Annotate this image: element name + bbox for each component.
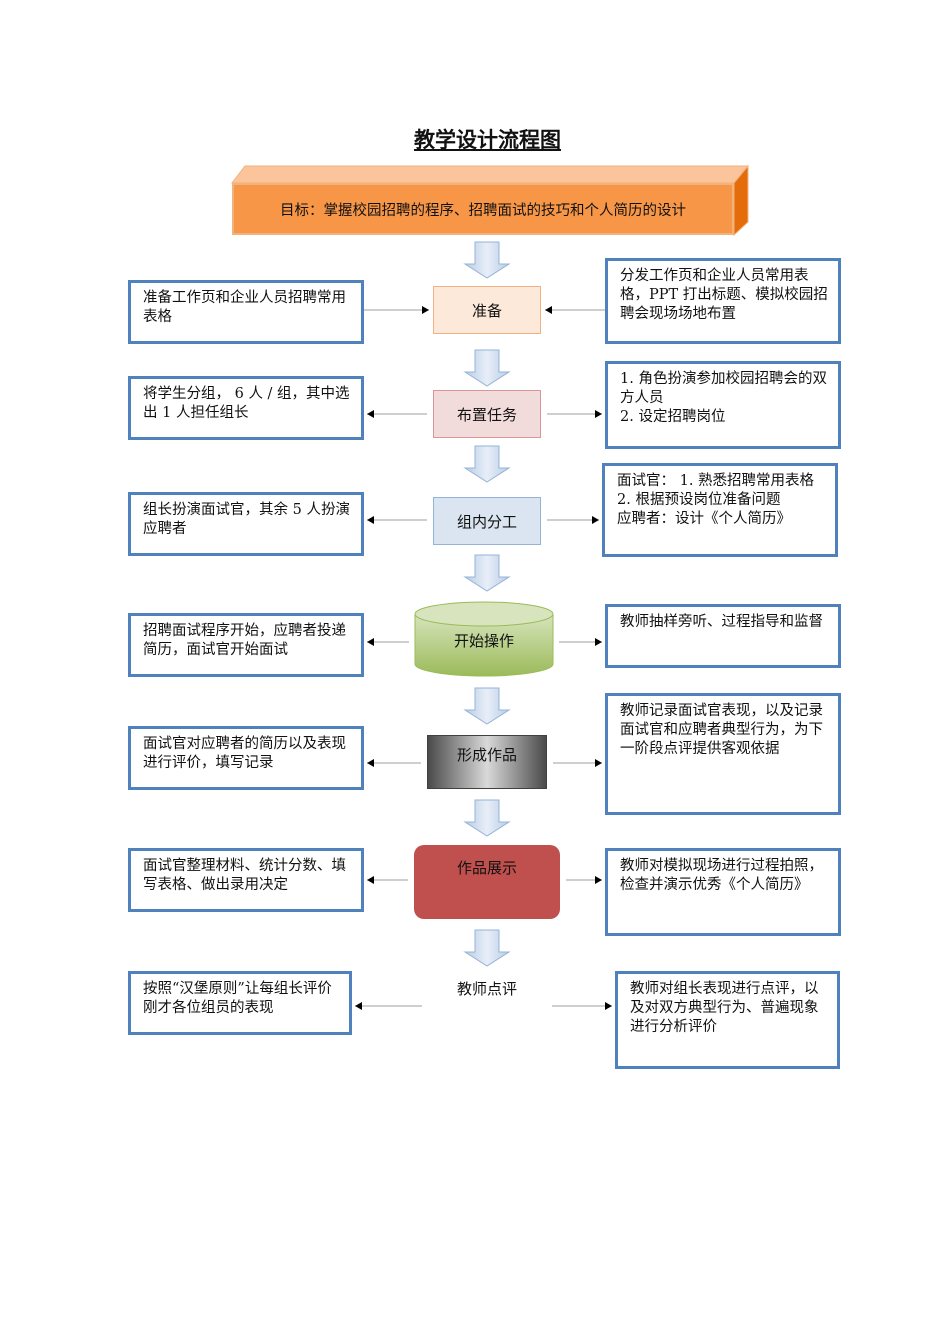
left-note-1-text: 准备工作页和企业人员招聘常用表格 <box>143 290 346 325</box>
down-arrow-5 <box>463 687 511 725</box>
left-note-4-text: 招聘面试程序开始，应聘者投递简历，面试官开始面试 <box>143 623 346 658</box>
right-note-3-text: 面试官： 1. 熟悉招聘常用表格 2. 根据预设岗位准备问题 应聘者：设计《个人… <box>617 473 815 527</box>
down-arrow-3 <box>463 445 511 483</box>
connector-right-3-head <box>592 516 599 524</box>
goal-box: 目标：掌握校园招聘的程序、招聘面试的技巧和个人简历的设计 <box>232 183 734 235</box>
step-3-node: 组内分工 <box>433 497 541 545</box>
cylinder-shape <box>414 601 554 677</box>
left-note-3-text: 组长扮演面试官，其余 5 人扮演应聘者 <box>143 502 350 537</box>
step-1-node: 准备 <box>433 286 541 334</box>
left-note-2-text: 将学生分组， 6 人 / 组，其中选出 1 人担任组长 <box>143 386 350 421</box>
goal-box-top-face <box>230 165 750 184</box>
connector-left-1-head <box>422 306 429 314</box>
step-4-node: 开始操作 <box>415 604 553 676</box>
left-note-6-text: 面试官整理材料、统计分数、填写表格、做出录用决定 <box>143 858 346 893</box>
left-note-6: 面试官整理材料、统计分数、填写表格、做出录用决定 <box>128 848 364 912</box>
connector-left-3-head <box>367 516 374 524</box>
connector-left-4-head <box>367 638 374 646</box>
connector-right-7-head <box>605 1002 612 1010</box>
step-2-node: 布置任务 <box>433 390 541 438</box>
right-note-2: 1. 角色扮演参加校园招聘会的双方人员 2. 设定招聘岗位 <box>605 361 841 449</box>
connector-left-7-head <box>355 1002 362 1010</box>
down-arrow-1 <box>463 241 511 279</box>
right-note-6-text: 教师对模拟现场进行过程拍照，检查并演示优秀《个人简历》 <box>620 858 823 893</box>
down-arrow-6 <box>463 799 511 837</box>
step-6-node: 作品展示 <box>414 845 560 919</box>
step-2-node-text: 布置任务 <box>456 405 517 424</box>
right-note-5-text: 教师记录面试官表现，以及记录面试官和应聘者典型行为，为下一阶段点评提供客观依据 <box>620 703 823 757</box>
goal-box-side-face <box>733 164 749 237</box>
left-note-1: 准备工作页和企业人员招聘常用表格 <box>128 280 364 344</box>
left-note-5-text: 面试官对应聘者的简历以及表现进行评价，填写记录 <box>143 736 346 771</box>
step-4-node-text: 开始操作 <box>453 631 514 650</box>
right-note-2-text: 1. 角色扮演参加校园招聘会的双方人员 2. 设定招聘岗位 <box>620 371 827 425</box>
right-note-3: 面试官： 1. 熟悉招聘常用表格 2. 根据预设岗位准备问题 应聘者：设计《个人… <box>602 463 838 557</box>
connector-left-2-head <box>367 410 374 418</box>
left-note-5: 面试官对应聘者的简历以及表现进行评价，填写记录 <box>128 726 364 790</box>
step-5-node: 形成作品 <box>427 735 547 789</box>
step-6-node-text: 作品展示 <box>456 859 517 877</box>
connector-left-5-head <box>367 759 374 767</box>
page-title: 教学设计流程图 <box>414 128 561 152</box>
down-arrow-7 <box>463 929 511 967</box>
step-5-node-text: 形成作品 <box>456 746 517 764</box>
right-note-7: 教师对组长表现进行点评，以及对双方典型行为、普遍现象进行分析评价 <box>615 971 840 1069</box>
connector-right-2-head <box>595 410 602 418</box>
left-note-4: 招聘面试程序开始，应聘者投递简历，面试官开始面试 <box>128 613 364 677</box>
right-note-4: 教师抽样旁听、过程指导和监督 <box>605 604 841 668</box>
right-note-5: 教师记录面试官表现，以及记录面试官和应聘者典型行为，为下一阶段点评提供客观依据 <box>605 693 841 815</box>
connector-right-1-head <box>545 306 552 314</box>
connector-right-5-head <box>595 759 602 767</box>
left-note-3: 组长扮演面试官，其余 5 人扮演应聘者 <box>128 492 364 556</box>
right-note-7-text: 教师对组长表现进行点评，以及对双方典型行为、普遍现象进行分析评价 <box>630 981 819 1035</box>
down-arrow-4 <box>463 554 511 592</box>
right-note-6: 教师对模拟现场进行过程拍照，检查并演示优秀《个人简历》 <box>605 848 841 936</box>
connector-right-6-head <box>595 876 602 884</box>
step-3-node-text: 组内分工 <box>456 512 517 531</box>
connector-left-6-head <box>367 876 374 884</box>
left-note-2: 将学生分组， 6 人 / 组，其中选出 1 人担任组长 <box>128 376 364 440</box>
right-note-1: 分发工作页和企业人员常用表格，PPT 打出标题、模拟校园招聘会现场场地布置 <box>605 258 841 344</box>
left-note-7: 按照“汉堡原则”让每组长评价刚才各位组员的表现 <box>128 971 352 1035</box>
down-arrow-2 <box>463 349 511 387</box>
right-note-1-text: 分发工作页和企业人员常用表格，PPT 打出标题、模拟校园招聘会现场场地布置 <box>620 268 828 322</box>
step-7-node-text: 教师点评 <box>456 980 517 998</box>
left-note-7-text: 按照“汉堡原则”让每组长评价刚才各位组员的表现 <box>143 981 332 1016</box>
connector-right-4-head <box>595 638 602 646</box>
right-note-4-text: 教师抽样旁听、过程指导和监督 <box>620 614 823 630</box>
step-1-node-text: 准备 <box>471 301 502 320</box>
step-7-node: 教师点评 <box>428 978 546 1018</box>
